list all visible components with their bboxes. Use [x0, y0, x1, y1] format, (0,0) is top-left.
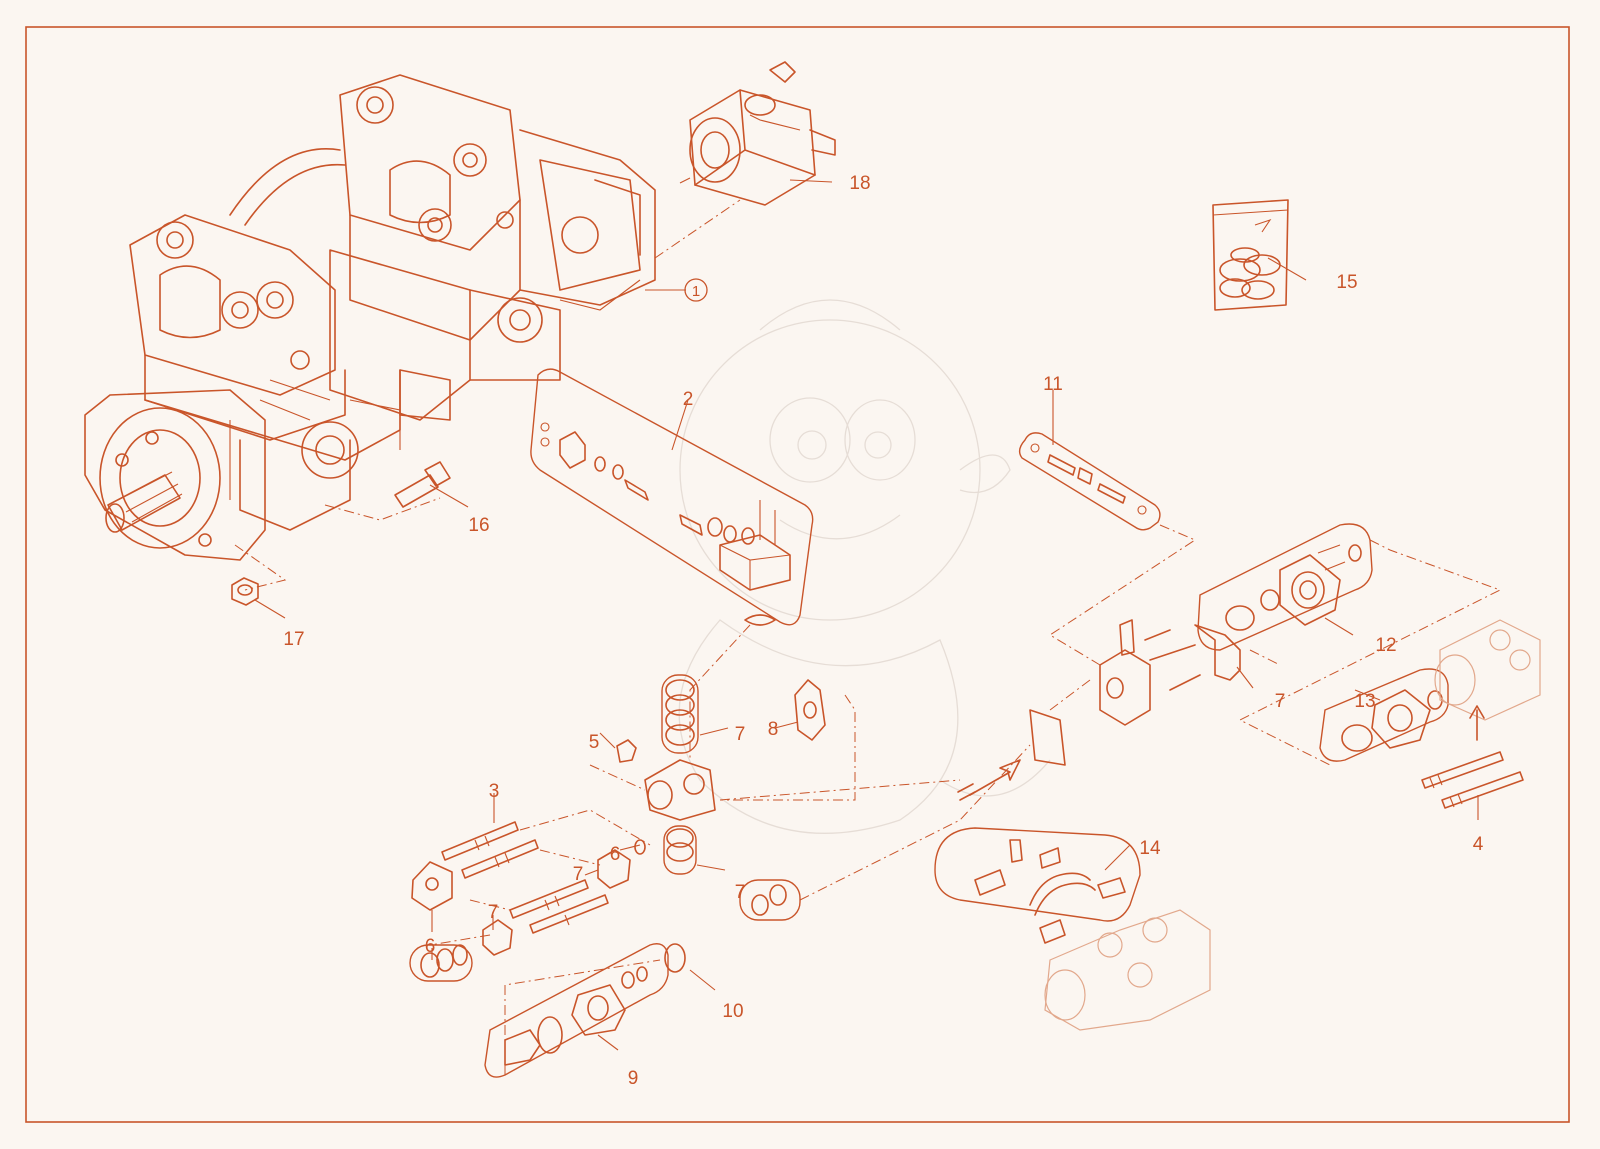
callout-17: 17	[283, 629, 304, 650]
callout-7-stack-bottom: 7	[735, 882, 746, 903]
callout-9: 9	[628, 1068, 639, 1089]
callout-7-left: 7	[488, 902, 499, 923]
callout-3: 3	[489, 781, 500, 802]
seal-kit-bag-15	[1212, 199, 1289, 311]
callout-8: 8	[768, 719, 779, 740]
callout-6-upper: 6	[610, 844, 621, 865]
leader-lines	[254, 179, 1479, 1051]
relief-valve-kit-11	[1018, 432, 1161, 531]
valve-block	[1029, 619, 1241, 766]
watermark-figure	[678, 299, 1051, 834]
main-pump-assembly	[84, 74, 656, 561]
callout-10: 10	[722, 1001, 743, 1022]
rotating-group-kit-9	[484, 943, 686, 1078]
callout-6-lower: 6	[425, 936, 436, 957]
pump-unit-lower	[1044, 909, 1211, 1031]
end-plate-kit-13	[1319, 668, 1449, 762]
callout-16: 16	[468, 515, 489, 536]
callout-7-bearing: 7	[573, 864, 584, 885]
centerlines	[234, 199, 1502, 1075]
callout-4: 4	[1473, 834, 1484, 855]
callout-7-right: 7	[1275, 691, 1286, 712]
nut-17	[231, 577, 259, 606]
flow-arrow	[957, 759, 1021, 801]
control-valve-kit-2	[530, 368, 814, 626]
callout-2: 2	[683, 389, 694, 410]
callout-13: 13	[1354, 691, 1375, 712]
callout-7-stack-top: 7	[735, 724, 746, 745]
diagram-frame	[25, 26, 1570, 1123]
callout-1: 1	[692, 283, 700, 300]
left-shafts-3	[409, 821, 801, 982]
pump-unit-right	[1434, 619, 1541, 741]
flange-kit-12	[1197, 523, 1373, 651]
callout-15: 15	[1336, 272, 1357, 293]
shafts-4	[1421, 751, 1524, 809]
callout-11: 11	[1043, 374, 1063, 395]
callout-12: 12	[1375, 635, 1396, 656]
callout-1-ring	[684, 278, 708, 302]
bolt-16	[394, 461, 451, 508]
callout-labels: 1 2 3 4 5 6 6 7 7 7 7 7 8 9 10 11 12 13 …	[283, 173, 1483, 1089]
hose-kit-14	[934, 827, 1141, 944]
callout-5: 5	[589, 732, 600, 753]
callout-18: 18	[849, 173, 870, 194]
lower-housing	[616, 674, 826, 875]
gear-pump-18	[679, 61, 836, 206]
callout-14: 14	[1139, 838, 1161, 859]
